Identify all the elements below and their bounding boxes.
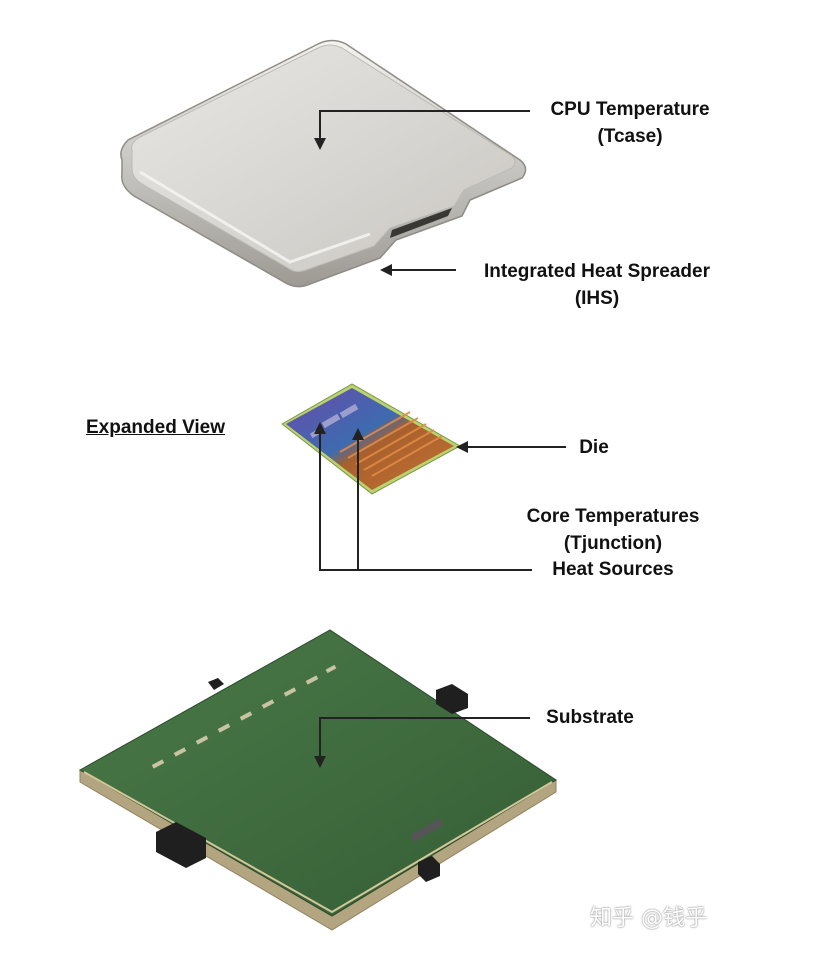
cpu-temperature-label-line1: CPU Temperature bbox=[550, 99, 710, 120]
substrate-label: Substrate bbox=[520, 704, 660, 731]
substrate-pads bbox=[151, 664, 337, 769]
substrate-board bbox=[78, 629, 557, 931]
substrate-arrowhead bbox=[314, 756, 326, 768]
heat-source-arrowhead-1 bbox=[314, 422, 326, 434]
substrate-clip-top bbox=[208, 678, 224, 690]
die-label: Die bbox=[566, 434, 622, 461]
die-text: Die bbox=[579, 437, 609, 458]
substrate-component bbox=[410, 818, 444, 842]
zhihu-watermark: 知乎 @钱乎 bbox=[590, 906, 707, 931]
arrow-heads bbox=[314, 138, 468, 768]
leader-lines bbox=[319, 110, 566, 758]
die-traces bbox=[339, 411, 443, 477]
substrate-clip-right bbox=[436, 684, 468, 714]
heat-sources-text: Heat Sources bbox=[552, 559, 674, 580]
substrate-clip-bottom bbox=[418, 856, 440, 882]
heat-source-arrowhead-2 bbox=[352, 428, 364, 440]
die-chip bbox=[281, 383, 462, 495]
die-surface bbox=[286, 388, 454, 490]
ihs-arrowhead bbox=[380, 264, 392, 276]
cpu-temperature-arrowhead bbox=[314, 138, 326, 150]
ihs-notch bbox=[390, 208, 452, 238]
substrate-gold-edge bbox=[83, 771, 553, 914]
die-arrowhead bbox=[456, 441, 468, 453]
substrate-top-face bbox=[78, 629, 557, 917]
heat-sources-label: Heat Sources bbox=[525, 556, 701, 583]
cpu-temperature-label-line2: (Tcase) bbox=[597, 126, 663, 147]
substrate-text: Substrate bbox=[546, 707, 634, 728]
core-temperatures-line1: Core Temperatures bbox=[526, 506, 700, 527]
ihs-bevel-highlight bbox=[139, 170, 371, 264]
cpu-temperature-label: CPU Temperature (Tcase) bbox=[520, 96, 740, 150]
core-temperatures-label: Core Temperatures (Tjunction) bbox=[495, 503, 731, 557]
substrate-clip-left bbox=[156, 822, 206, 868]
heat-sources-leader bbox=[319, 432, 532, 571]
cpu-temperature-leader bbox=[319, 110, 530, 140]
ihs-top-face bbox=[131, 44, 516, 273]
ihs-label-line2: (IHS) bbox=[574, 288, 620, 309]
ihs-label-line1: Integrated Heat Spreader bbox=[484, 261, 710, 282]
expanded-view-label: Expanded View bbox=[86, 414, 250, 441]
ihs-lid bbox=[120, 39, 527, 288]
substrate-leader bbox=[319, 717, 530, 758]
ihs-label: Integrated Heat Spreader (IHS) bbox=[462, 258, 732, 312]
expanded-view-text: Expanded View bbox=[86, 417, 226, 438]
core-temperatures-line2: (Tjunction) bbox=[563, 533, 663, 554]
